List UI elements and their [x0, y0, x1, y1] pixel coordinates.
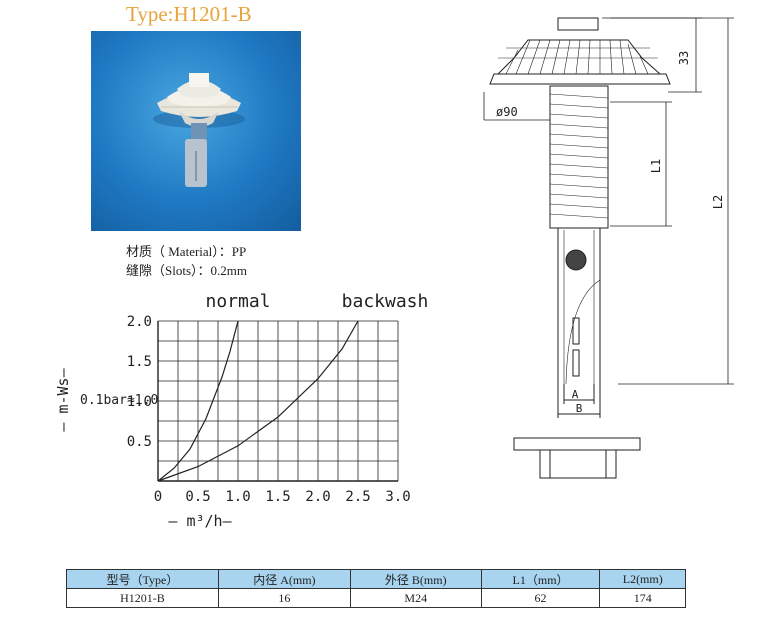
table-header-l1: L1（mm）: [480, 569, 601, 589]
table-row: H1201-B 16 M24 62 174: [66, 588, 686, 608]
series-line-backwash: [157, 320, 359, 482]
cap-body: [496, 39, 662, 75]
dimension-lines: [483, 17, 734, 385]
slot-upper: [572, 317, 580, 345]
table-cell-l2: 174: [599, 588, 686, 608]
dim-B-label: B: [576, 402, 583, 415]
slot-lower: [572, 349, 580, 377]
table-header-row: 型号（Type） 内径 A(mm) 外径 B(mm) L1（mm） L2(mm): [66, 569, 686, 589]
y-tick-label: 1.0: [127, 394, 152, 410]
threaded-stem: [549, 85, 609, 229]
slots-spec: 缝隙（Slots）：0.2mm: [126, 263, 247, 278]
product-photo: [91, 31, 301, 231]
dim-diameter-label: ø90: [496, 105, 518, 119]
x-tick-label: 0: [154, 489, 162, 505]
table-cell-l1: 62: [480, 588, 601, 608]
material-spec: 材质（ Material）：PP: [126, 244, 247, 259]
chart-grid: [157, 320, 399, 482]
series-name-backwash: backwash: [342, 291, 429, 312]
y-axis-label: — m-Ws—: [54, 367, 72, 431]
x-axis-label: — m³/h—: [168, 512, 232, 530]
dim-L2-label: L2: [711, 195, 725, 209]
pressure-flow-chart: 0 0.5 1.0 1.5 2.0 2.5 3.0 0.5 1.0 1.5 2.0 0.1bar≈1.…: [54, 291, 428, 530]
y-tick-label: 2.0: [127, 314, 152, 330]
table-header-outer-diameter: 外径 B(mm): [349, 569, 482, 589]
spec-table: 型号（Type） 内径 A(mm) 外径 B(mm) L1（mm） L2(mm)…: [66, 569, 686, 608]
y-annotation: 0.1bar≈1.0: [80, 393, 158, 408]
technical-drawing: 33 ø90 L1 L2 A B: [483, 17, 734, 479]
table-header-inner-diameter: 内径 A(mm): [217, 569, 351, 589]
chart-labels: 0 0.5 1.0 1.5 2.0 2.5 3.0 0.5 1.0 1.5 2.0 0.1bar≈1.…: [54, 291, 428, 530]
x-tick-label: 3.0: [385, 489, 410, 505]
table-header-type: 型号（Type）: [66, 569, 219, 589]
x-tick-label: 1.0: [225, 489, 250, 505]
dim-33-label: 33: [677, 51, 691, 65]
x-tick-label: 0.5: [185, 489, 210, 505]
product-title: Type:H1201-B: [126, 2, 252, 26]
cap-ribs: [505, 39, 649, 75]
table-cell-outer-diameter: M24: [349, 588, 482, 608]
nut-body: [539, 449, 617, 479]
tube-body: [557, 228, 601, 384]
series-line-normal: [157, 320, 239, 482]
series-name-normal: normal: [205, 291, 270, 312]
tube-ball: [565, 249, 587, 271]
table-cell-inner-diameter: 16: [217, 588, 351, 608]
nut-plate: [513, 437, 641, 451]
x-tick-label: 1.5: [265, 489, 290, 505]
dim-L1-label: L1: [649, 159, 663, 173]
cap-rim: [489, 73, 671, 85]
y-tick-label: 0.5: [127, 434, 152, 450]
chart-series: [157, 320, 359, 482]
x-tick-label: 2.5: [345, 489, 370, 505]
thread-lines: [549, 93, 609, 219]
cap-top: [557, 17, 599, 31]
table-cell-type: H1201-B: [66, 588, 219, 608]
dim-A-label: A: [572, 388, 579, 401]
y-tick-label: 1.5: [127, 354, 152, 370]
x-tick-label: 2.0: [305, 489, 330, 505]
nozzle-photo-icon: [153, 73, 245, 187]
table-header-l2: L2(mm): [599, 569, 686, 589]
